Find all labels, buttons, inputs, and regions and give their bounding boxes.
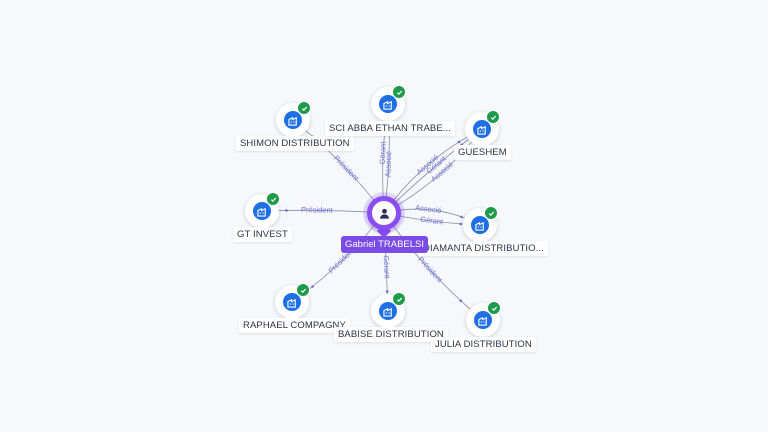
edge-label-shimon: Président [332,154,361,184]
verified-check-icon [486,110,500,124]
edge-arrow-gtinvest [285,209,288,212]
company-label-babise[interactable]: BABISE DISTRIBUTION [334,327,448,342]
company-node-gueshem[interactable] [465,110,500,146]
verified-check-icon [266,192,280,206]
company-node-julia[interactable] [466,301,501,337]
person-label-center[interactable]: Gabriel TRABELSI [341,236,429,253]
building-icon [284,111,302,129]
person-icon [372,201,396,225]
verified-check-icon [392,85,406,99]
building-icon [474,311,492,329]
edge-arrow-gueshem [457,140,461,144]
edge-label-babise: Gérant [382,255,392,279]
building-icon [379,95,397,113]
verified-check-icon [296,283,310,297]
edge-label-sci: Gérant [378,140,388,164]
building-icon [473,120,491,138]
edge-label-sci: Associé [383,151,393,178]
company-label-raphael[interactable]: RAPHAEL COMPAGNY [239,318,350,333]
edge-label-julia: Président [416,255,445,285]
edge-arrow-babise [385,290,389,293]
verified-check-icon [297,101,311,115]
company-node-shimon[interactable] [276,101,311,137]
building-icon [379,302,397,320]
building-icon [253,202,271,220]
edge-label-diamanta: Associé [415,203,442,215]
edge-label-diamanta: Gérant [420,215,445,227]
company-node-babise[interactable] [371,292,406,328]
company-label-gueshem[interactable]: GUESHEM [454,145,511,160]
building-icon [283,293,301,311]
verified-check-icon [484,206,498,220]
company-node-sci[interactable] [371,85,406,121]
company-node-diamanta[interactable] [463,206,498,242]
edge-arrow-raphael [311,285,314,288]
person-node-center[interactable] [363,192,405,239]
edge-label-gtinvest: Président [301,205,334,215]
company-label-diamanta[interactable]: DIAMANTA DISTRIBUTIO... [419,241,548,256]
company-node-raphael[interactable] [275,283,310,319]
company-label-gtinvest[interactable]: GT INVEST [233,227,292,242]
company-label-shimon[interactable]: SHIMON DISTRIBUTION [236,136,354,151]
edge-arrow-julia [459,299,463,303]
verified-check-icon [487,301,501,315]
verified-check-icon [392,292,406,306]
company-node-gtinvest[interactable] [245,192,280,228]
edge-arrow-diamanta [460,215,463,219]
building-icon [471,216,489,234]
edge-arrow-diamanta [459,222,462,226]
company-label-julia[interactable]: JULIA DISTRIBUTION [431,337,536,352]
company-label-sci[interactable]: SCI ABBA ETHAN TRABE... [325,121,455,136]
